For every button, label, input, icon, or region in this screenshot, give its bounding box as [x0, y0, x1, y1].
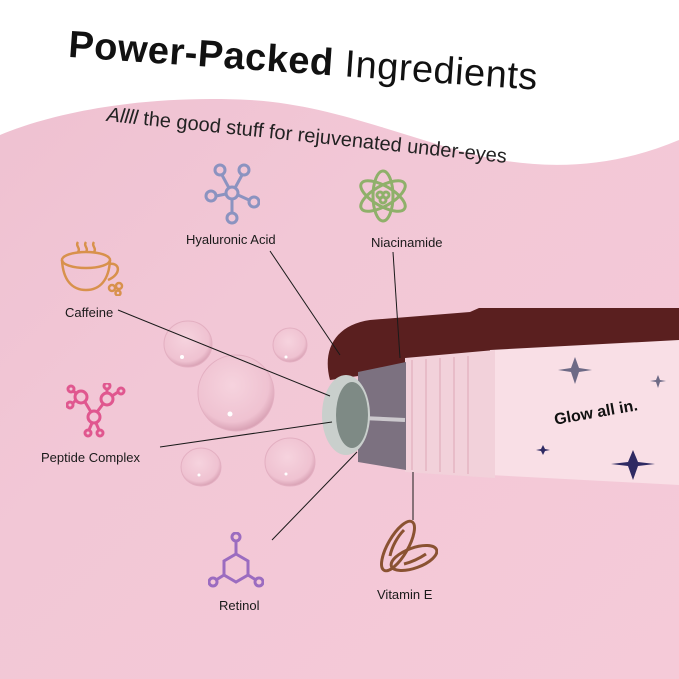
ingredient-label-vitamin-e: Vitamin E: [377, 587, 433, 602]
coffee-cup-icon: [60, 241, 124, 296]
white-wave-header: [0, 0, 679, 165]
ingredient-label-caffeine: Caffeine: [65, 305, 114, 320]
atom-icon: [359, 169, 407, 223]
hexagon-molecule-icon: [208, 532, 264, 588]
ingredient-label-retinol: Retinol: [219, 598, 260, 613]
ingredient-label-hyaluronic-acid: Hyaluronic Acid: [186, 232, 276, 247]
molecule-network-icon: [204, 163, 260, 225]
ingredient-label-niacinamide: Niacinamide: [371, 235, 443, 250]
ingredient-label-peptide-complex: Peptide Complex: [41, 450, 140, 465]
softgel-capsules-icon: [380, 519, 438, 573]
peptide-molecule-icon: [66, 383, 126, 438]
